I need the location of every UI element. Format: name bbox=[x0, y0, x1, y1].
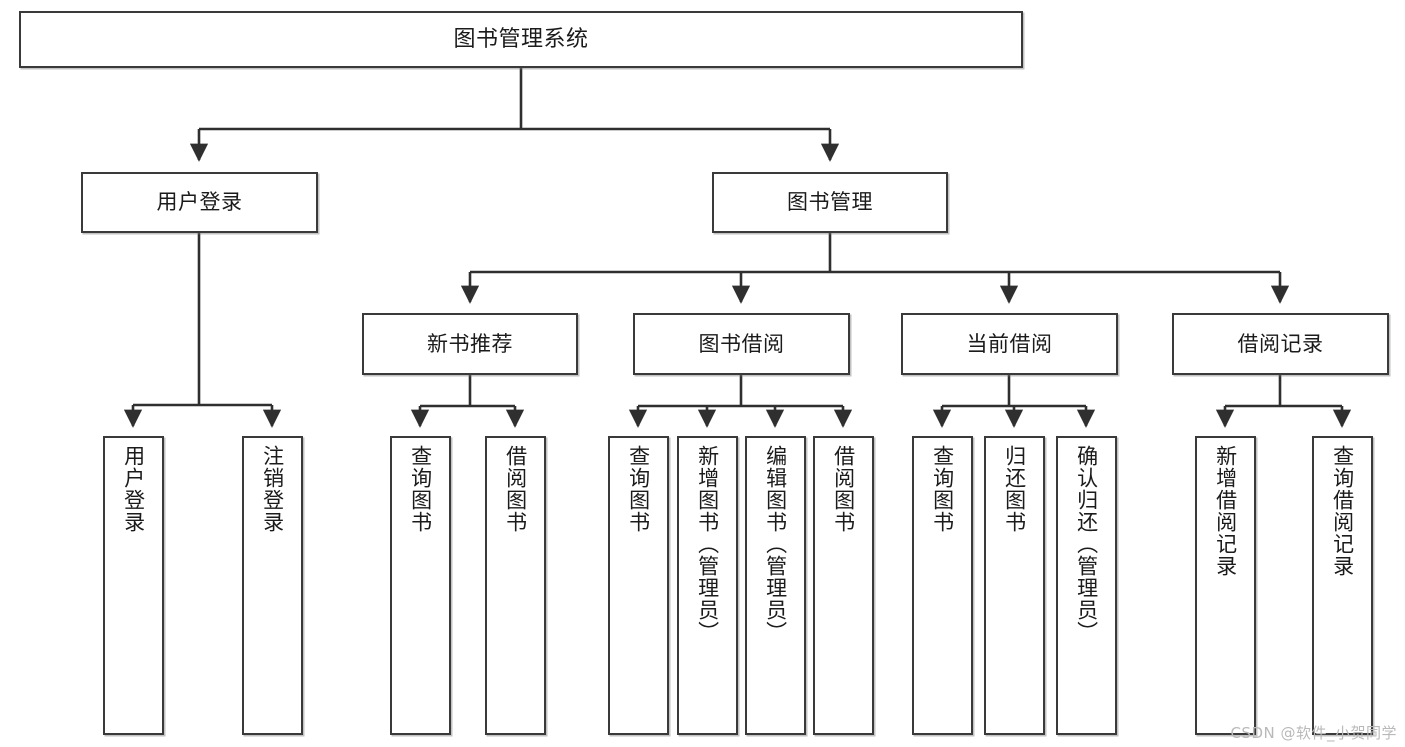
node-borrow-record-label: 借阅记录 bbox=[1237, 331, 1324, 356]
leaf-logout-label: 注销登录 bbox=[260, 445, 285, 533]
node-root[interactable]: 图书管理系统 bbox=[19, 11, 1023, 68]
leaf-confirm-return-admin[interactable]: 确认归还（管理员） bbox=[1056, 436, 1117, 735]
leaf-user-login-label: 用户登录 bbox=[121, 445, 146, 533]
leaf-add-borrow-record-label: 新增借阅记录 bbox=[1213, 445, 1238, 577]
node-current-borrow[interactable]: 当前借阅 bbox=[901, 313, 1118, 375]
leaf-query-borrow-record[interactable]: 查询借阅记录 bbox=[1312, 436, 1373, 735]
leaf-query-book-1[interactable]: 查询图书 bbox=[390, 436, 451, 735]
node-new-book-recommend[interactable]: 新书推荐 bbox=[362, 313, 578, 375]
leaf-edit-book-admin[interactable]: 编辑图书（管理员） bbox=[745, 436, 806, 735]
leaf-query-book-1-label: 查询图书 bbox=[408, 445, 433, 533]
leaf-query-book-2-label: 查询图书 bbox=[626, 445, 651, 533]
node-root-label: 图书管理系统 bbox=[453, 26, 589, 52]
node-borrow-record[interactable]: 借阅记录 bbox=[1172, 313, 1389, 375]
node-book-borrow[interactable]: 图书借阅 bbox=[633, 313, 850, 375]
leaf-add-book-admin-label: 新增图书（管理员） bbox=[695, 445, 720, 643]
leaf-borrow-book-2[interactable]: 借阅图书 bbox=[813, 436, 874, 735]
leaf-add-book-admin[interactable]: 新增图书（管理员） bbox=[677, 436, 738, 735]
leaf-borrow-book-2-label: 借阅图书 bbox=[831, 445, 856, 533]
csdn-watermark: CSDN @软件_小贺同学 bbox=[1230, 724, 1397, 742]
leaf-add-borrow-record[interactable]: 新增借阅记录 bbox=[1195, 436, 1256, 735]
leaf-query-book-3-label: 查询图书 bbox=[930, 445, 955, 533]
leaf-return-book-label: 归还图书 bbox=[1002, 445, 1027, 533]
node-book-management-label: 图书管理 bbox=[787, 190, 873, 215]
leaf-user-login[interactable]: 用户登录 bbox=[103, 436, 164, 735]
node-current-borrow-label: 当前借阅 bbox=[966, 331, 1053, 356]
leaf-query-borrow-record-label: 查询借阅记录 bbox=[1330, 445, 1355, 577]
node-new-book-recommend-label: 新书推荐 bbox=[427, 331, 513, 356]
node-book-management[interactable]: 图书管理 bbox=[712, 172, 948, 233]
leaf-query-book-3[interactable]: 查询图书 bbox=[912, 436, 973, 735]
leaf-return-book[interactable]: 归还图书 bbox=[984, 436, 1045, 735]
leaf-borrow-book-1[interactable]: 借阅图书 bbox=[485, 436, 546, 735]
leaf-edit-book-admin-label: 编辑图书（管理员） bbox=[763, 445, 788, 643]
leaf-confirm-return-admin-label: 确认归还（管理员） bbox=[1074, 445, 1099, 643]
leaf-query-book-2[interactable]: 查询图书 bbox=[608, 436, 669, 735]
node-book-borrow-label: 图书借阅 bbox=[698, 331, 785, 356]
leaf-borrow-book-1-label: 借阅图书 bbox=[503, 445, 528, 533]
leaf-logout[interactable]: 注销登录 bbox=[242, 436, 303, 735]
node-user-login-label: 用户登录 bbox=[156, 190, 243, 215]
node-user-login[interactable]: 用户登录 bbox=[81, 172, 318, 233]
